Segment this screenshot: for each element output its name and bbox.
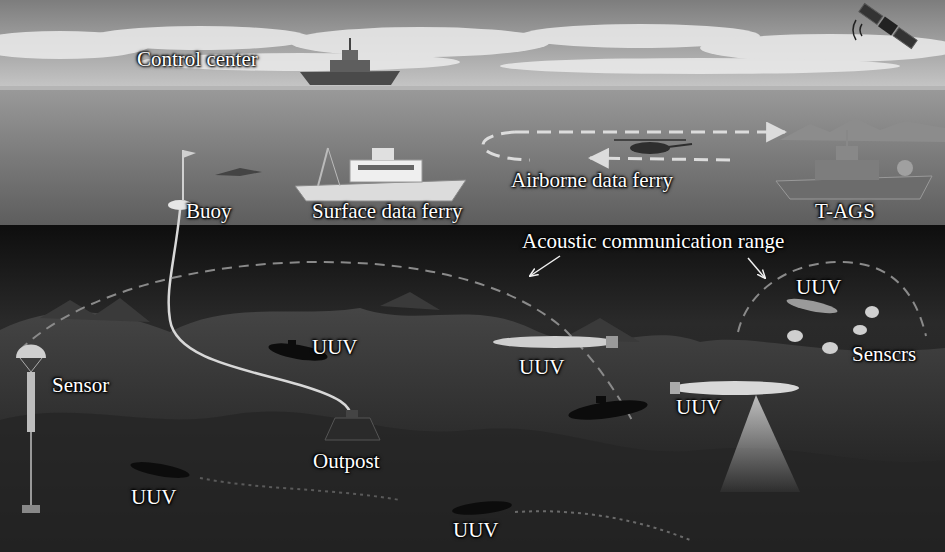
seabed-rocks [40,292,640,342]
callout-label: Sensor [52,373,109,398]
clouds [0,24,945,74]
callout-label: UUV [453,518,499,543]
buoy-cable [169,210,352,418]
outpost [325,410,380,440]
uuv-track [200,478,400,500]
distant-mountains [780,118,945,142]
acoustic-range [20,262,632,420]
bird-aircraft [215,168,262,176]
acoustic-range [738,262,926,336]
sonar-beam [720,395,800,492]
callout-label: Buoy [186,199,232,224]
callout-label: Senscrs [852,342,916,367]
seabed [0,308,945,552]
callout-label: UUV [519,355,565,380]
ferry-route [483,132,530,160]
underwater [0,225,945,552]
survey-ship [776,130,932,199]
uuv-track [515,511,690,540]
leader-arrow [530,256,560,276]
callout-label: UUV [676,395,722,420]
uuv [567,396,648,423]
uuv [493,336,618,348]
uuv [670,381,799,395]
ferry-route [590,158,730,160]
ferry-route [515,131,785,134]
callout-label: Outpost [313,449,380,474]
control-ship [300,38,400,85]
callout-label: Airborne data ferry [511,168,673,193]
uuv [452,499,513,517]
callout-label: T-AGS [815,199,875,224]
helicopter [614,140,692,154]
callout-label: UUV [312,335,358,360]
sea-surface [0,88,945,228]
callout-label: UUV [796,275,842,300]
leader-arrow [748,258,765,278]
moored-sensor [16,345,46,514]
signal-waves [853,20,862,40]
uuv [129,459,190,481]
satellite [858,3,917,50]
callout-label: UUV [131,485,177,510]
seabed-ridge [0,412,945,552]
callout-label: Surface data ferry [312,199,462,224]
callout-label: Acoustic communication range [522,229,784,254]
surface-vessel [295,148,466,201]
horizon [0,86,945,90]
callout-label: Control center [137,47,258,72]
